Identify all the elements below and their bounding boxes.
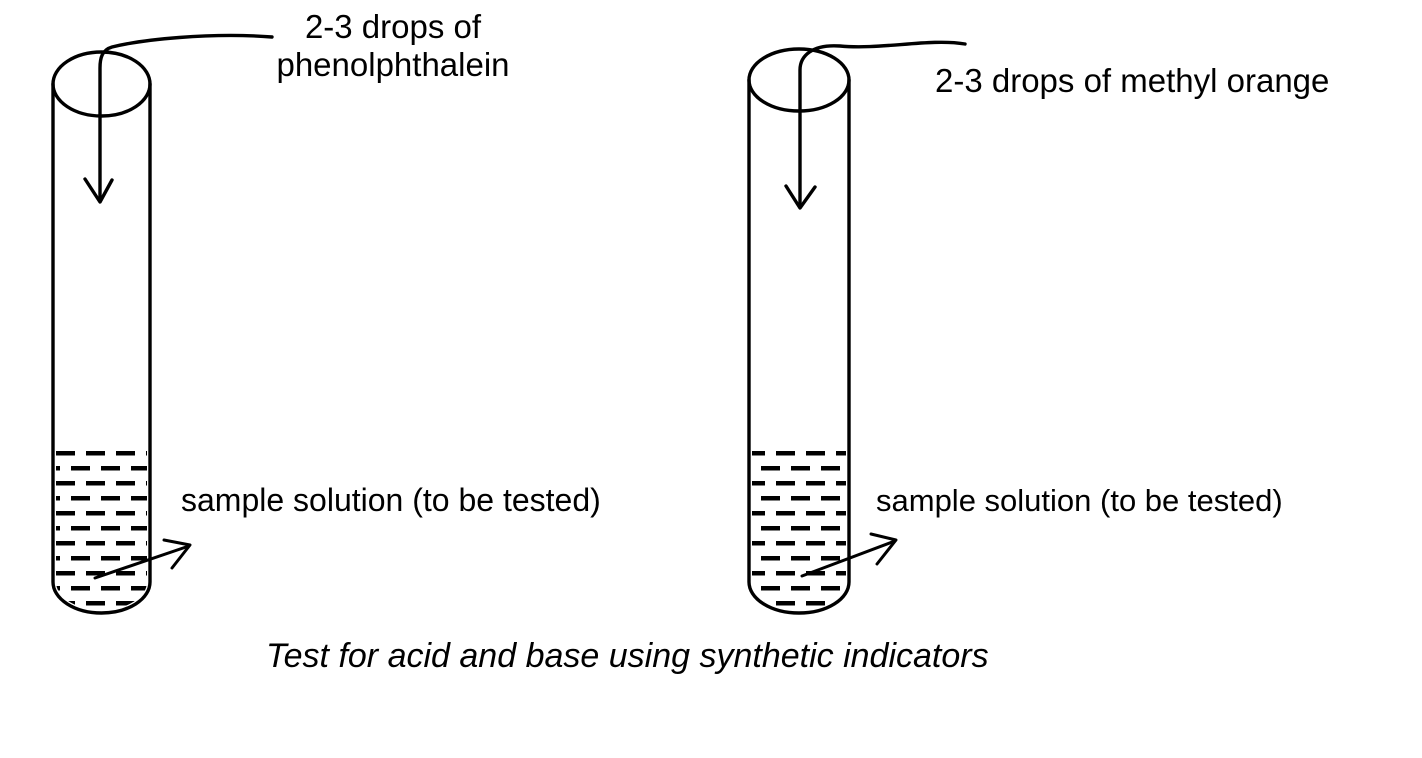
test-tube-left — [51, 33, 274, 615]
sample-pointer-arrow-icon — [800, 532, 898, 578]
drop-arrow-icon — [83, 33, 274, 204]
right-sample-solution-label: sample solution (to be tested) — [876, 483, 1283, 518]
left-sample-solution-label: sample solution (to be tested) — [181, 482, 601, 518]
tube-body — [51, 82, 152, 615]
sample-solution-fill — [752, 448, 846, 610]
test-tube-right — [747, 40, 967, 615]
diagram-caption: Test for acid and base using synthetic i… — [266, 637, 989, 675]
right-indicator-label: 2-3 drops of methyl orange — [935, 62, 1330, 99]
sample-pointer-arrow-icon — [93, 538, 192, 580]
tube-body — [747, 78, 851, 615]
drop-arrow-icon — [784, 40, 967, 210]
left-indicator-label: 2-3 drops of phenolphthalein — [276, 8, 510, 83]
sample-solution-fill — [56, 448, 147, 610]
